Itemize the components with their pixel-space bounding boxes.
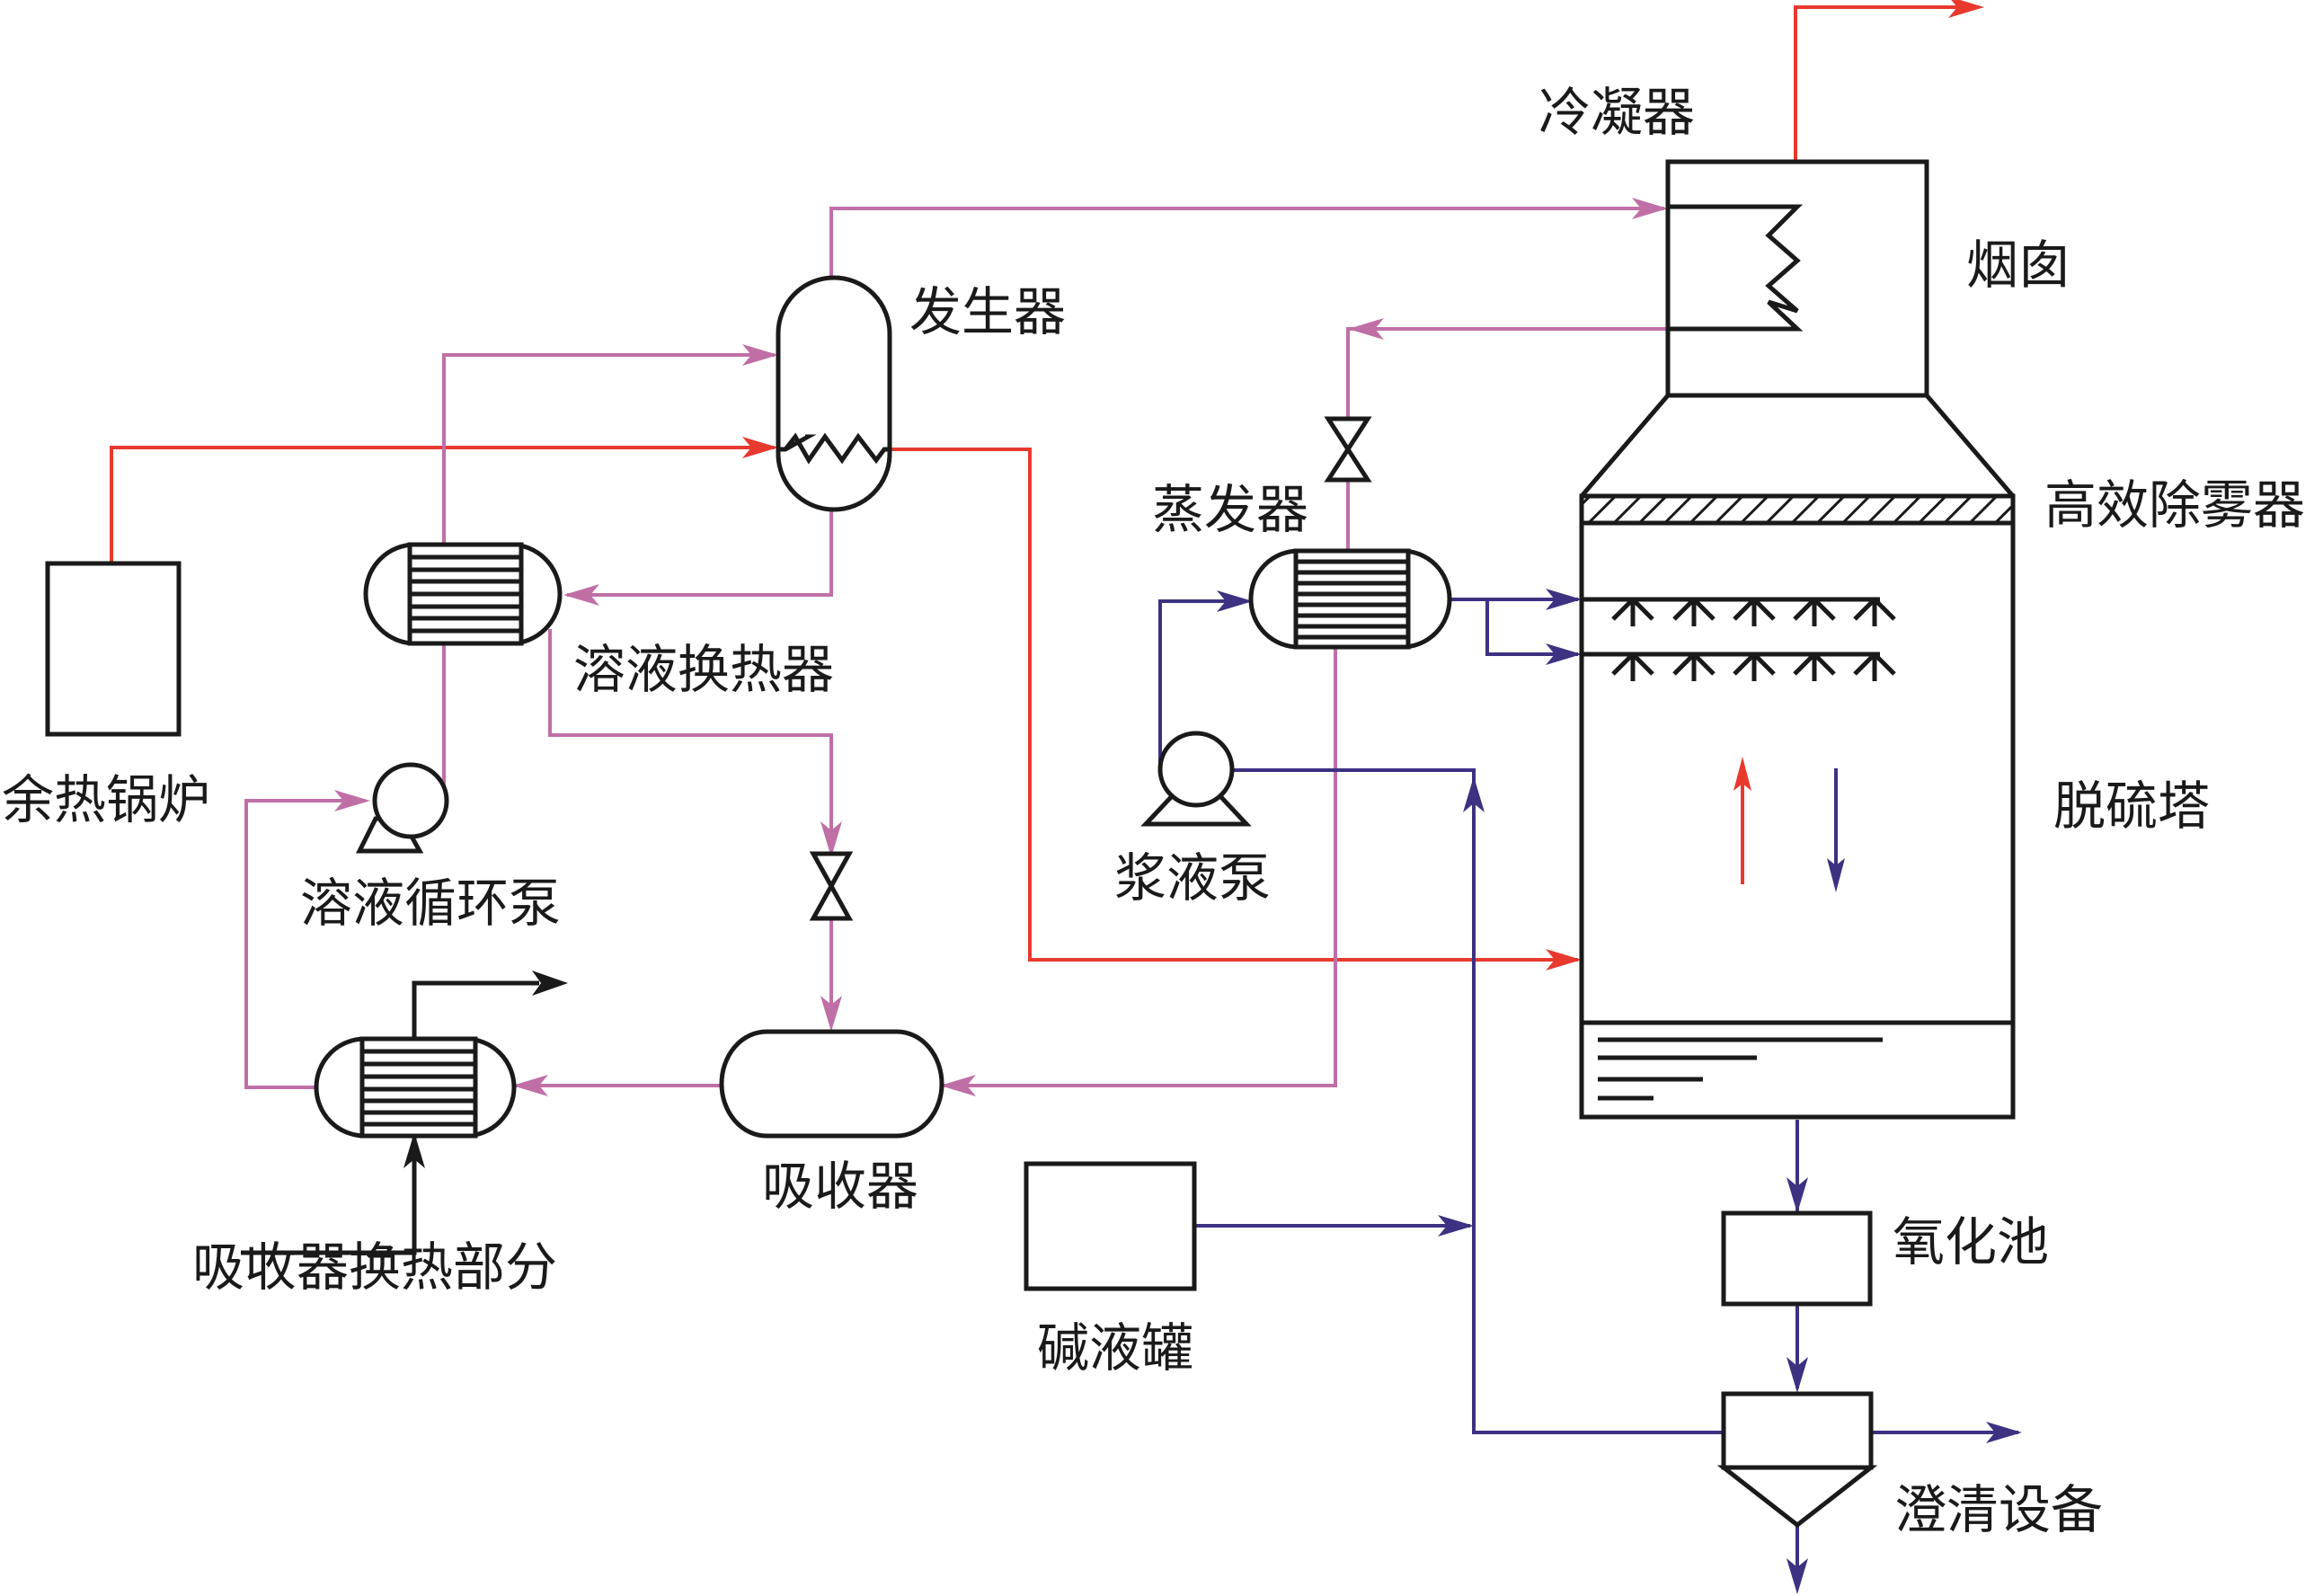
cooling-water-out: [412, 980, 539, 1039]
arrow-head: [1787, 1558, 1808, 1594]
vapor-evaporator-to-absorber: [944, 647, 1337, 1087]
flue-line-generator-to-tower: [890, 448, 1578, 962]
evaporator-expansion-valve[interactable]: [1324, 416, 1372, 483]
solution-lines: [244, 198, 1668, 1096]
evaporator-to-spray-2: [1485, 599, 1578, 656]
arrow-head: [1787, 1177, 1808, 1213]
label-solution-pump: 溶液循环泵: [300, 873, 561, 934]
waste-heat-boiler[interactable]: [45, 561, 182, 737]
evaporator-tubes: [1296, 559, 1408, 640]
arrow-head: [1733, 757, 1751, 791]
arrow-head: [742, 437, 778, 458]
slurry-recycle-line: [1234, 768, 1723, 1434]
spray-header-2: [1582, 652, 1896, 681]
hx-tubes: [362, 1049, 475, 1127]
cooling-water-in: [241, 1138, 417, 1255]
desulfurization-tower[interactable]: [1579, 394, 2016, 1120]
condenser-coil: [1668, 204, 1804, 332]
arrow-head: [820, 996, 842, 1032]
label-desulfurization-tower: 脱硫塔: [2053, 776, 2210, 837]
label-condenser: 冷凝器: [1538, 82, 1695, 143]
label-absorber-heat-exchange: 吸收器换热部分: [192, 1237, 557, 1298]
vapor-line-generator-to-condenser: [829, 207, 1664, 278]
label-absorber: 吸收器: [762, 1156, 918, 1217]
arrow-head: [1438, 1215, 1474, 1237]
flue-line-exhaust: [1794, 5, 1977, 162]
condensate-line: [1346, 327, 1668, 419]
arrow-head: [1948, 0, 1984, 18]
arrow-head: [512, 1075, 548, 1096]
label-demister: 高效除雾器: [2044, 474, 2305, 536]
arrow-head: [940, 1075, 976, 1096]
arrow-head: [1787, 1357, 1808, 1393]
label-slurry-pump: 浆液泵: [1114, 847, 1271, 909]
sump-liquid-level: [1598, 1037, 1883, 1101]
arrow-head: [1632, 198, 1668, 219]
generator[interactable]: [776, 275, 892, 512]
alkali-tank[interactable]: [1024, 1161, 1197, 1291]
label-alkali-tank: 碱液罐: [1037, 1317, 1193, 1379]
absorber-heat-exchanger[interactable]: [314, 1036, 517, 1139]
hx-tubes: [410, 554, 521, 634]
spray-header-1: [1582, 597, 1896, 626]
label-oxidation-pond: 氧化池: [1893, 1211, 2049, 1272]
absorber[interactable]: [719, 1029, 944, 1139]
label-chimney: 烟囱: [1966, 235, 2070, 296]
evaporator[interactable]: [1248, 548, 1452, 650]
slurry-pump[interactable]: [1140, 731, 1252, 827]
flue-line-boiler-to-generator: [110, 446, 775, 563]
label-waste-heat-boiler: 余热锅炉: [2, 769, 210, 830]
arrow-head: [334, 790, 370, 811]
solution-heat-exchanger[interactable]: [363, 542, 563, 646]
arrow-head: [820, 821, 842, 857]
arrow-head: [532, 971, 568, 996]
arrow-head: [1217, 590, 1253, 612]
arrow-head: [742, 344, 778, 366]
generator-heating-coil: [778, 434, 817, 452]
flue-gas-lines: [110, 0, 1984, 971]
arrow-head: [1463, 776, 1485, 812]
slurry-lines: [1158, 589, 2022, 1594]
generator-heating-coil-zigzag: [784, 432, 890, 465]
arrow-head: [1986, 1422, 2022, 1443]
label-generator: 发生器: [909, 281, 1066, 342]
label-clarifier: 澄清设备: [1894, 1479, 2103, 1540]
arrow-head: [403, 1132, 425, 1168]
solution-throttle-valve[interactable]: [809, 851, 854, 921]
chimney[interactable]: [1665, 159, 1929, 398]
label-solution-heat-exchanger: 溶液换热器: [573, 639, 834, 700]
arrow-head: [563, 584, 599, 606]
cooling-water-lines: [241, 971, 568, 1255]
clarifier[interactable]: [1716, 1391, 1878, 1529]
label-evaporator: 蒸发器: [1152, 479, 1308, 540]
demister: [1579, 493, 2016, 526]
arrow-head: [1546, 589, 1582, 610]
arrow-head: [1348, 318, 1384, 340]
slurry-pump-to-evaporator: [1158, 599, 1247, 769]
solution-circulation-pump[interactable]: [355, 762, 449, 854]
oxidation-pond[interactable]: [1721, 1210, 1873, 1307]
absorber-hx-to-pump: [244, 799, 365, 1089]
rich-solution-to-generator: [442, 353, 775, 545]
arrow-head: [1546, 949, 1582, 971]
lean-solution-to-hx: [567, 510, 833, 597]
arrow-head: [1827, 858, 1845, 892]
arrow-head: [1546, 643, 1582, 665]
lean-solution-to-absorber: [548, 629, 833, 854]
